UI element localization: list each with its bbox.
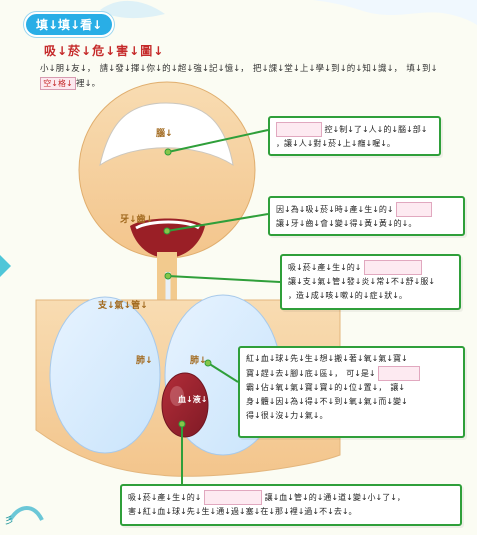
worksheet-title: 吸↓菸↓危↓害↓圖↓ — [44, 42, 164, 59]
trachea-box-text-2: 讓↓支↓氣↓管↓發↓炎↓常↓不↓舒↓服↓ — [288, 275, 453, 289]
brain-answer-box: 控↓制↓了↓人↓的↓腦↓部↓ ，讓↓人↓對↓菸↓上↓癮↓喔↓。 — [268, 116, 441, 156]
lung-box-text-3: 霸↓佔↓氧↓氣↓寶↓寶↓的↓位↓置↓， 讓↓ — [246, 381, 457, 395]
left-edge-arrow-icon — [0, 255, 11, 277]
lung-answer-input[interactable] — [378, 366, 420, 381]
teeth-box-text-2: 讓↓牙↓齒↓會↓變↓得↓黃↓黃↓的↓。 — [276, 217, 457, 231]
label-brain: 腦↓ — [156, 126, 173, 139]
blood-box-text-2: 讓↓血↓管↓的↓通↓道↓變↓小↓了↓， — [265, 493, 405, 502]
label-trachea: 支↓氣↓管↓ — [98, 298, 148, 311]
brain-answer-input[interactable] — [276, 122, 322, 137]
teeth-answer-input[interactable] — [396, 202, 432, 217]
lung-box-text-1: 紅↓血↓球↓先↓生↓想↓搬↓著↓氧↓氣↓寶↓ — [246, 352, 457, 366]
brain-box-text-1: 控↓制↓了↓人↓的↓腦↓部↓ — [325, 125, 428, 134]
trachea-answer-box: 吸↓菸↓產↓生↓的↓ 讓↓支↓氣↓管↓發↓炎↓常↓不↓舒↓服↓ ，造↓成↓咳↓嗽… — [280, 254, 461, 310]
teeth-answer-box: 因↓為↓吸↓菸↓時↓產↓生↓的↓ 讓↓牙↓齒↓會↓變↓得↓黃↓黃↓的↓。 — [268, 196, 465, 236]
trachea-answer-input[interactable] — [364, 260, 422, 275]
label-blood: 血↓液↓ — [178, 394, 207, 405]
trachea-box-text-3: ，造↓成↓咳↓嗽↓的↓症↓狀↓。 — [288, 289, 453, 303]
bottom-swirl-decoration — [10, 508, 42, 520]
red-blood-cell-shape — [162, 373, 208, 437]
lung-answer-box: 紅↓血↓球↓先↓生↓想↓搬↓著↓氧↓氣↓寶↓ 寶↓趕↓去↓腳↓底↓區↓， 可↓是… — [238, 346, 465, 438]
blood-box-text-3: 害↓紅↓血↓球↓先↓生↓通↓過↓塞↓在↓那↓裡↓過↓不↓去↓。 — [128, 505, 454, 519]
instructions-answer-box[interactable]: 空↓格↓ — [40, 77, 76, 90]
lung-box-text-2: 寶↓趕↓去↓腳↓底↓區↓， 可↓是↓ — [246, 369, 376, 378]
brain-box-line-1: 控↓制↓了↓人↓的↓腦↓部↓ — [276, 122, 433, 137]
teeth-box-text-1: 因↓為↓吸↓菸↓時↓產↓生↓的↓ — [276, 205, 394, 214]
left-lung-shape — [50, 297, 160, 453]
brain-box-text-2: ，讓↓人↓對↓菸↓上↓癮↓喔↓。 — [276, 137, 433, 151]
label-lung-right: 肺↓ — [190, 353, 207, 366]
lung-box-text-5: 得↓很↓沒↓力↓氣↓。 — [246, 409, 457, 423]
label-lung-left: 肺↓ — [136, 353, 153, 366]
footer-mark: 彡 — [4, 512, 14, 527]
teeth-box-line-1: 因↓為↓吸↓菸↓時↓產↓生↓的↓ — [276, 202, 457, 217]
blood-answer-input[interactable] — [204, 490, 262, 505]
trachea-box-line-1: 吸↓菸↓產↓生↓的↓ — [288, 260, 453, 275]
blood-box-line-1: 吸↓菸↓產↓生↓的↓ 讓↓血↓管↓的↓通↓道↓變↓小↓了↓， — [128, 490, 454, 505]
instructions-text: 小↓朋↓友↓， 請↓發↓揮↓你↓的↓超↓強↓記↓憶↓， 把↓課↓堂↓上↓學↓到↓… — [40, 62, 464, 92]
blood-answer-box: 吸↓菸↓產↓生↓的↓ 讓↓血↓管↓的↓通↓道↓變↓小↓了↓， 害↓紅↓血↓球↓先… — [120, 484, 462, 526]
blood-box-text-1: 吸↓菸↓產↓生↓的↓ — [128, 493, 202, 502]
fill-in-badge: 填↓填↓看↓ — [24, 12, 114, 37]
instructions-part-2: 裡↓。 — [76, 79, 100, 89]
cloud-decoration — [255, 0, 477, 25]
label-teeth: 牙↓齒↓ — [120, 212, 153, 225]
lung-box-text-4: 身↓體↓因↓為↓得↓不↓到↓氧↓氣↓而↓變↓ — [246, 395, 457, 409]
lung-box-line-2: 寶↓趕↓去↓腳↓底↓區↓， 可↓是↓ — [246, 366, 457, 381]
instructions-part-1: 小↓朋↓友↓， 請↓發↓揮↓你↓的↓超↓強↓記↓憶↓， 把↓課↓堂↓上↓學↓到↓… — [40, 64, 438, 74]
trachea-box-text-1: 吸↓菸↓產↓生↓的↓ — [288, 263, 362, 272]
